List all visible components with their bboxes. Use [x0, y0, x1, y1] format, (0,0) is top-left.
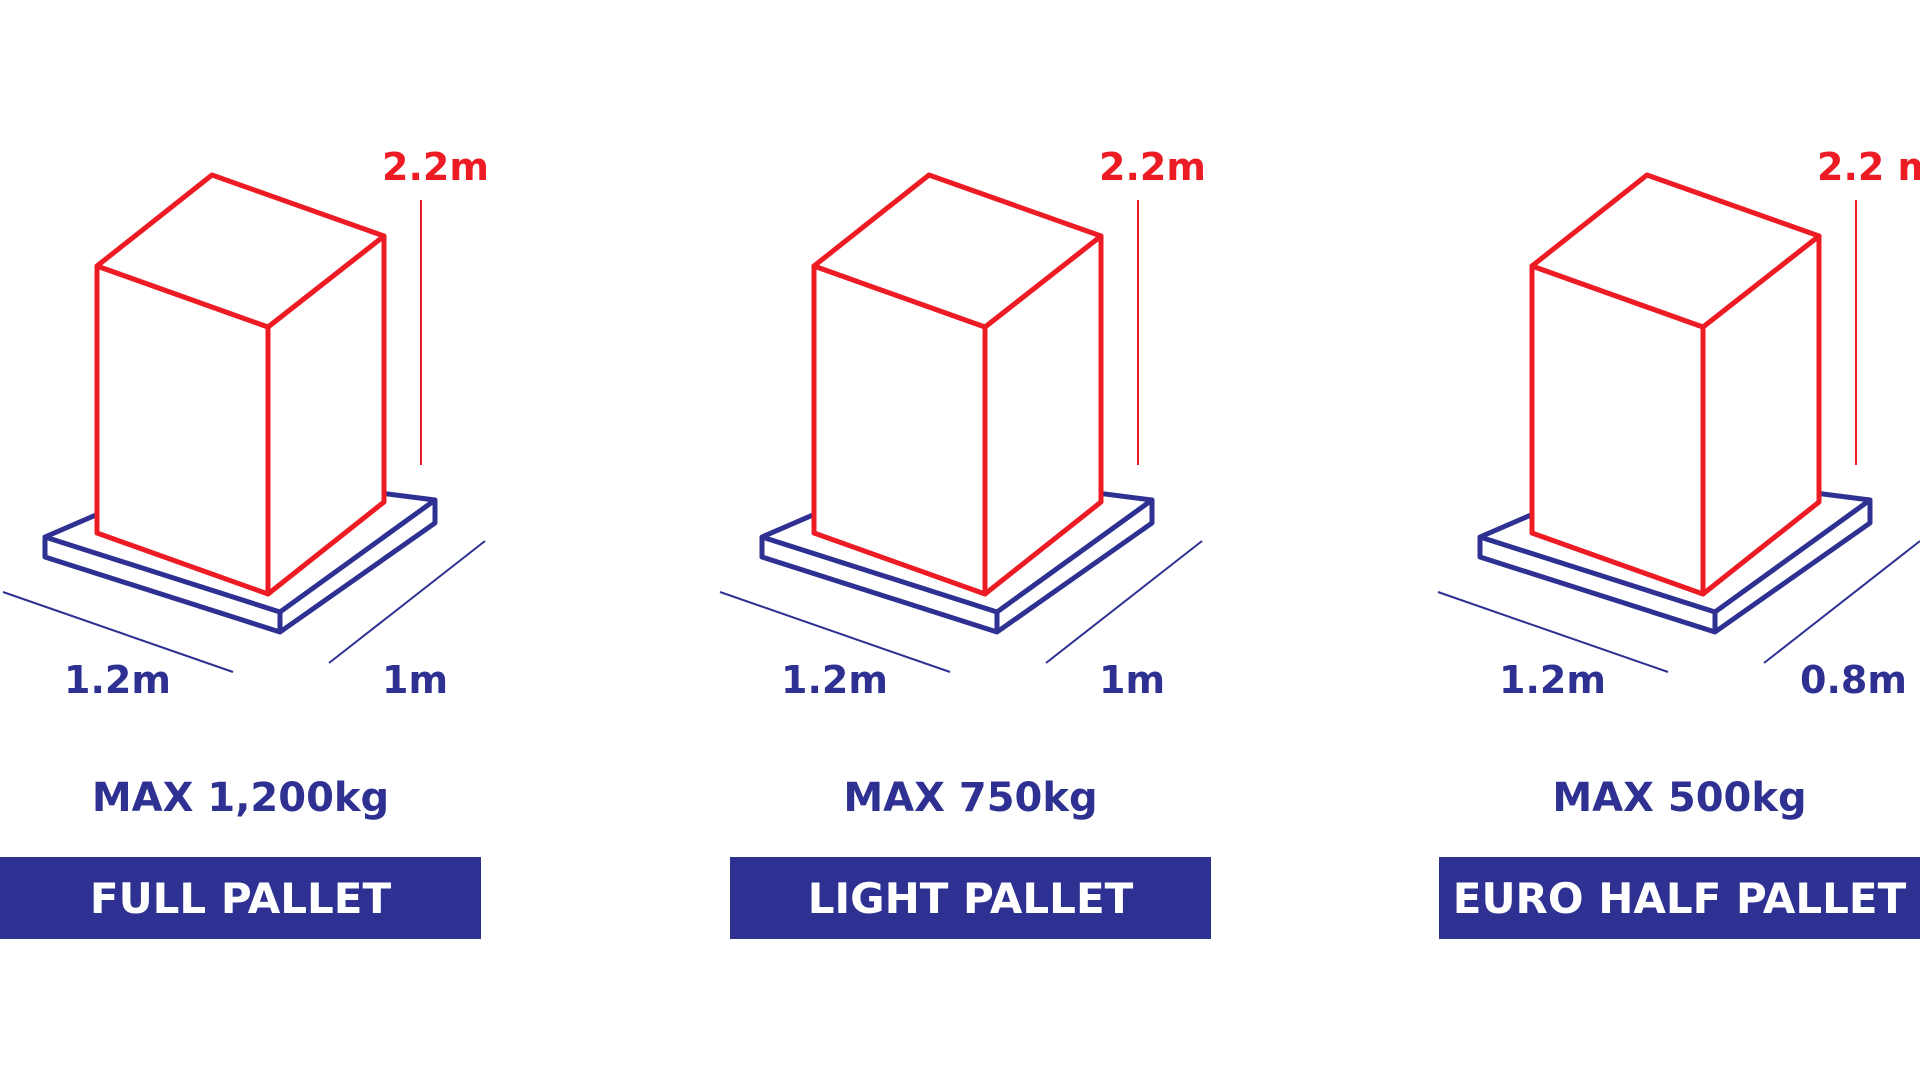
pallet-name-bar: LIGHT PALLET	[730, 857, 1211, 939]
pallet-base-edge	[1713, 497, 1872, 615]
length-dimension-line	[2, 591, 234, 673]
load-box-top	[811, 172, 1104, 330]
pallet-name: EURO HALF PALLET	[1452, 873, 1907, 923]
pallet-name-bar: FULL PALLET	[0, 857, 481, 939]
width-dimension-line	[1763, 540, 1920, 664]
load-box-top	[1529, 172, 1822, 330]
length-dimension-line	[1437, 591, 1669, 673]
pallet-base-edge	[44, 534, 281, 615]
height-label: 2.2m	[1099, 145, 1206, 189]
width-label: 0.8m	[1800, 658, 1907, 702]
height-label: 2.2m	[382, 145, 489, 189]
pallet-euro-half: 2.2 m 1.2m 0.8m MAX 500kg EURO HALF PALL…	[1435, 0, 1920, 1080]
width-dimension-line	[1045, 540, 1203, 664]
length-label: 1.2m	[64, 658, 171, 702]
pallet-name: LIGHT PALLET	[807, 873, 1134, 923]
width-dimension-line	[328, 540, 486, 664]
pallet-light-drawing: 2.2m 1.2m 1m	[719, 145, 1206, 702]
pallet-full-drawing: 2.2m 1.2m 1m	[2, 145, 489, 702]
load-box-top	[94, 172, 387, 330]
max-weight-label: MAX 750kg	[843, 775, 1098, 821]
pallet-name-bar: EURO HALF PALLET	[1439, 857, 1920, 939]
pallet-base-edge	[278, 497, 437, 615]
pallet-base-edge	[1479, 534, 1716, 615]
pallet-name: FULL PALLET	[89, 873, 392, 923]
pallet-base-edge	[761, 534, 998, 615]
pallet-euro-half-drawing: 2.2 m 1.2m 0.8m	[1437, 145, 1920, 702]
pallet-base-edge	[995, 497, 1154, 615]
length-label: 1.2m	[1499, 658, 1606, 702]
max-weight-label: MAX 1,200kg	[91, 775, 390, 821]
pallet-light: 2.2m 1.2m 1m MAX 750kg LIGHT PALLET	[717, 0, 1437, 1080]
height-label: 2.2 m	[1817, 145, 1920, 189]
max-weight-label: MAX 500kg	[1552, 775, 1807, 821]
length-dimension-line	[719, 591, 951, 673]
width-label: 1m	[382, 658, 448, 702]
pallet-full: 2.2m 1.2m 1m MAX 1,200kg FULL PALLET	[0, 0, 720, 1080]
length-label: 1.2m	[781, 658, 888, 702]
width-label: 1m	[1099, 658, 1165, 702]
